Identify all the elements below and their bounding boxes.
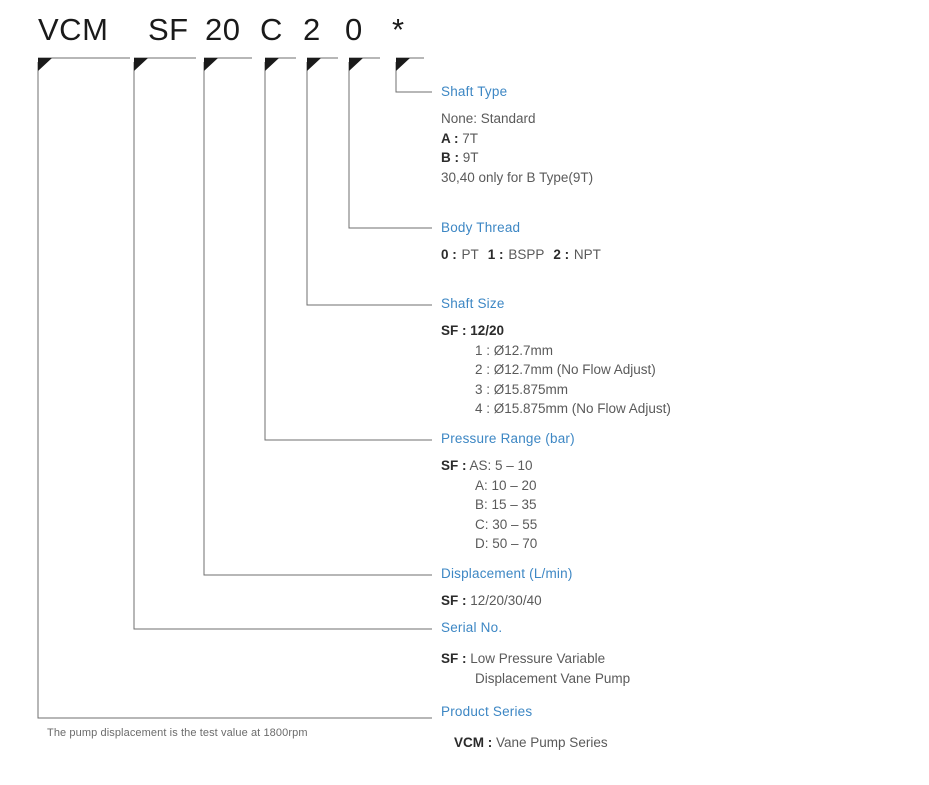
section-shaft-size: Shaft Size SF : 12/20 1 : Ø12.7mm 2 : Ø1… [441, 296, 671, 419]
serial-no-line-2: Displacement Vane Pump [475, 670, 631, 686]
leader-shaft-size [306, 62, 432, 306]
shaft-size-item: 2 : Ø12.7mm (No Flow Adjust) [475, 362, 656, 377]
section-title-shaft-type: Shaft Type [441, 84, 508, 99]
displacement-value-row: SF : 12/20/30/40 [441, 593, 542, 608]
section-body-pressure-range: SF : AS: 5 – 10 A: 10 – 20 B: 15 – 35 C:… [441, 456, 575, 554]
shaft-size-item: 4 : Ø15.875mm (No Flow Adjust) [475, 401, 671, 416]
body-thread-option-0: 0 : PT [441, 247, 479, 262]
pressure-range-item: C: 30 – 55 [475, 516, 538, 532]
code-segment-displacement: 20 [205, 12, 241, 47]
section-title-displacement: Displacement (L/min) [441, 566, 573, 581]
shaft-type-note: 30,40 only for B Type(9T) [441, 169, 594, 185]
shaft-type-option-none: None: Standard [441, 111, 536, 126]
code-segment-pressure-range: C [260, 12, 283, 47]
leader-shaft-type [395, 62, 432, 93]
section-body-product-series: VCM : Vane Pump Series [441, 733, 608, 753]
shaft-type-option-a: A : 7T [441, 130, 479, 146]
pressure-range-item: D: 50 – 70 [475, 536, 538, 551]
code-segment-product-series: VCM [38, 12, 109, 47]
section-title-product-series: Product Series [441, 704, 533, 719]
shaft-size-left-heading: SF : 12/20 [441, 323, 505, 338]
section-title-body-thread: Body Thread [441, 220, 521, 235]
section-serial-no: Serial No. SF : Low Pressure Variable Di… [441, 620, 630, 688]
serial-no-line-1: SF : Low Pressure Variable [441, 651, 606, 666]
body-thread-option-1: 1 : BSPP [487, 247, 545, 262]
product-series-value-row: VCM : Vane Pump Series [454, 735, 608, 750]
section-pressure-range: Pressure Range (bar) SF : AS: 5 – 10 A: … [441, 431, 575, 554]
leader-serial-no [133, 62, 432, 630]
section-displacement: Displacement (L/min) SF : 12/20/30/40 [441, 566, 573, 611]
section-shaft-type: Shaft Type None: Standard A : 7T B : 9T … [441, 84, 593, 187]
section-title-serial-no: Serial No. [441, 620, 503, 635]
section-body-displacement: SF : 12/20/30/40 [441, 591, 573, 611]
leader-pressure-range [264, 62, 432, 441]
code-segment-shaft-type: * [392, 12, 405, 47]
section-title-pressure-range: Pressure Range (bar) [441, 431, 575, 446]
section-body-shaft-size: SF : 12/20 1 : Ø12.7mm 2 : Ø12.7mm (No F… [441, 321, 671, 419]
footnote: The pump displacement is the test value … [47, 727, 308, 739]
body-thread-option-2: 2 : NPT [553, 247, 601, 262]
section-title-shaft-size: Shaft Size [441, 296, 505, 311]
section-body-body-thread: 0 : PT 1 : BSPP 2 : NPT [441, 245, 610, 265]
pressure-range-item: A: 10 – 20 [475, 477, 537, 493]
pressure-range-item: B: 15 – 35 [475, 497, 537, 512]
leader-body-thread [348, 62, 432, 229]
pressure-range-item: SF : AS: 5 – 10 [441, 458, 533, 473]
shaft-size-item: 1 : Ø12.7mm [475, 342, 554, 358]
shaft-type-option-b: B : 9T [441, 150, 479, 165]
code-segment-serial-no: SF [148, 12, 189, 47]
code-segment-body-thread: 0 [345, 12, 363, 47]
section-body-serial-no: SF : Low Pressure Variable Displacement … [441, 649, 630, 688]
code-segment-shaft-size: 2 [303, 12, 321, 47]
section-body-thread: Body Thread 0 : PT 1 : BSPP 2 : NPT [441, 220, 610, 265]
section-body-shaft-type: None: Standard A : 7T B : 9T 30,40 only … [441, 109, 593, 187]
leader-displacement [203, 62, 432, 576]
shaft-size-item: 3 : Ø15.875mm [475, 381, 569, 397]
section-product-series: Product Series VCM : Vane Pump Series [441, 704, 608, 753]
leader-product-series [37, 62, 432, 719]
